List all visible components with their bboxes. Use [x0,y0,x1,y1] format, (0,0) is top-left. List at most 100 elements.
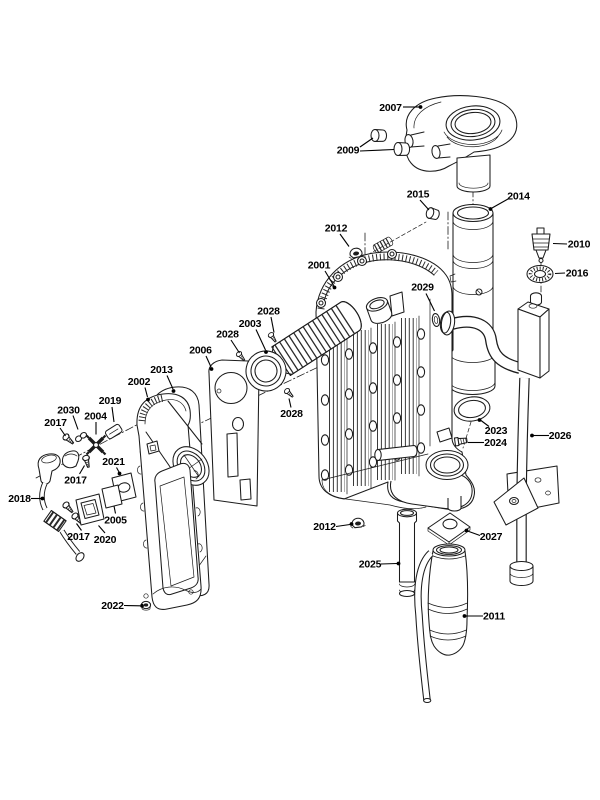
part-label-2006: 2006 [189,345,214,371]
lower-stub-pipe [374,444,418,462]
svg-text:2010: 2010 [568,239,591,251]
part-label-2009: 2009 [337,137,395,157]
svg-text:2007: 2007 [379,102,402,114]
part-label-2017-c: 2017 [67,523,90,543]
ignition-cable-2018 [37,453,85,562]
part-label-2022: 2022 [101,600,144,612]
small-parts-cluster [37,423,152,611]
flue-collector [361,95,518,259]
clip-2019 [104,423,123,440]
part-label-2018: 2018 [8,493,45,505]
svg-text:2019: 2019 [99,395,122,407]
screw-2028-c [282,386,296,400]
part-label-2021: 2021 [102,456,125,476]
pipe-union-nut [439,310,456,336]
return-pipe-assembly [431,292,560,586]
part-label-2025: 2025 [359,559,401,571]
screw-2017-b [81,454,93,469]
part-label-2014: 2014 [488,191,530,211]
flexible-flue-tube [245,301,362,392]
svg-text:2009: 2009 [337,145,360,157]
part-label-2003: 2003 [239,318,268,354]
svg-text:2017: 2017 [67,531,90,543]
nut-2022 [140,600,152,611]
svg-text:2018: 2018 [8,493,31,505]
svg-text:2022: 2022 [101,600,124,612]
part-label-2023: 2023 [477,418,508,437]
part-label-2005: 2005 [104,505,127,527]
part-label-2030: 2030 [57,405,80,430]
pump-flange [389,449,473,512]
clip-2030 [75,431,87,443]
cone-cap [62,450,80,469]
sensor-assembly [526,227,554,284]
part-label-2012-lower: 2012 [313,521,354,533]
part-label-2016: 2016 [554,268,589,280]
part-label-2004: 2004 [84,411,107,435]
heat-exchanger-block [315,248,476,512]
part-label-2015: 2015 [407,189,430,211]
svg-text:2012: 2012 [313,521,336,533]
condensate-cylinder [449,203,496,396]
svg-text:2003: 2003 [239,318,262,330]
part-label-2020: 2020 [94,525,117,546]
svg-text:2030: 2030 [57,405,80,417]
part-label-2007: 2007 [379,102,423,114]
part-label-2017-a: 2017 [44,417,67,437]
part-label-2024: 2024 [468,437,507,449]
part-label-2029: 2029 [411,282,435,312]
oring-2023 [453,396,491,447]
flow-port [365,297,393,324]
svg-text:2020: 2020 [94,534,117,546]
threaded-stud [372,236,394,254]
svg-text:2005: 2005 [104,515,127,527]
svg-text:2017: 2017 [64,475,87,487]
flow-switch-box [517,292,550,379]
svg-text:2015: 2015 [407,189,430,201]
svg-text:2023: 2023 [485,425,508,437]
svg-text:2028: 2028 [257,306,280,318]
part-label-2013: 2013 [150,364,176,393]
part-label-2012-upper: 2012 [325,223,350,247]
part-label-2010: 2010 [552,239,591,251]
frame-2020 [75,493,105,526]
svg-text:2028: 2028 [280,408,303,420]
svg-text:2004: 2004 [84,411,107,423]
svg-text:2017: 2017 [44,417,67,429]
part-label-2019: 2019 [99,395,122,423]
svg-text:2006: 2006 [189,345,212,357]
svg-text:2025: 2025 [359,559,382,571]
part-label-2011: 2011 [462,611,506,623]
cap-part-2009 [370,128,411,157]
part-label-2026: 2026 [530,430,572,442]
svg-text:2024: 2024 [484,437,507,449]
svg-text:2021: 2021 [102,456,125,468]
burner-door [136,393,210,610]
part-label-2001: 2001 [308,260,337,290]
svg-text:2026: 2026 [549,430,572,442]
part-label-2028-b: 2028 [216,329,240,354]
svg-text:2011: 2011 [483,611,505,623]
svg-text:2028: 2028 [216,329,239,341]
part-label-2028-c: 2028 [280,398,303,420]
part-label-2002: 2002 [128,376,151,402]
screw-2017-a [61,432,76,447]
connection-pipe-2025 [396,508,418,598]
svg-text:2013: 2013 [150,364,173,376]
part-label-2027: 2027 [464,528,503,543]
svg-text:2012: 2012 [325,223,348,235]
gasket-plate-2027 [427,512,471,546]
screw-2028-a [266,331,279,344]
pipe-end-fitting [509,560,534,586]
screw-2017-c1 [61,500,76,515]
electrode-bracket-2004 [85,434,107,456]
svg-text:2014: 2014 [507,191,530,203]
part-label-2017-b: 2017 [64,465,87,487]
part-labels: 2007 2009 2015 2014 2012 2010 2001 2016 … [8,102,591,623]
plug-part-2015 [425,207,440,220]
part-label-2028-a: 2028 [257,306,280,333]
siphon-2011 [414,543,469,704]
svg-text:2029: 2029 [411,282,434,294]
